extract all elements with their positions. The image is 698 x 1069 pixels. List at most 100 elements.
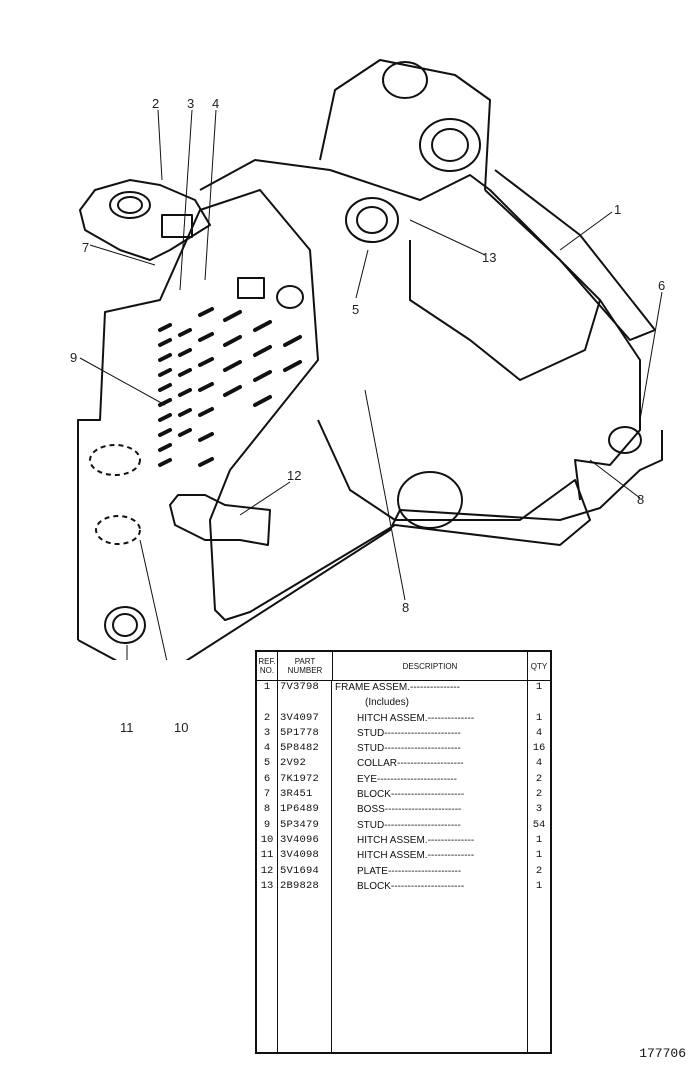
callout-12: 12 — [287, 468, 302, 483]
pivot-boss-middle — [345, 197, 399, 243]
callout-5: 5 — [352, 302, 360, 317]
table-row: 11 3V4098 HITCH ASSEM.-------------- 1 — [257, 848, 550, 863]
description-cell: BLOCK---------------------- — [357, 789, 465, 801]
hitch-top-hole-inner — [117, 196, 143, 214]
qty-cell: 4 — [535, 726, 543, 739]
rear-rail — [484, 169, 656, 341]
description-cell: BOSS----------------------- — [357, 804, 462, 816]
qty-cell: 54 — [532, 818, 546, 831]
block-part — [161, 214, 193, 238]
upper-hitch-hole — [89, 444, 141, 476]
table-row: 4 5P8482 STUD----------------------- 16 — [257, 741, 550, 756]
description-cell: HITCH ASSEM.-------------- — [357, 712, 475, 724]
part-number-cell — [277, 695, 331, 710]
qty-cell: 2 — [535, 864, 543, 877]
callout-13: 13 — [482, 250, 497, 265]
callout-9: 9 — [70, 350, 78, 365]
side-boss — [276, 285, 304, 309]
ref-cell: 8 — [263, 803, 271, 816]
qty-cell: 1 — [535, 711, 543, 724]
pivot-boss-middle-inner — [356, 206, 388, 234]
table-row: (Includes) — [257, 695, 550, 710]
qty-cell: 1 — [535, 849, 543, 862]
middle-hitch-hole — [95, 515, 141, 545]
lower-hitch-hole — [104, 606, 146, 644]
ref-cell: 13 — [260, 879, 274, 892]
lower-hitch-hole-inner — [112, 613, 138, 637]
description-cell: STUD----------------------- — [357, 727, 461, 739]
cross-member — [319, 59, 491, 191]
frame-assembly-drawing — [77, 59, 663, 660]
callout-4: 4 — [212, 96, 220, 111]
description-cell: (Includes) — [365, 697, 409, 709]
part-number-cell: 2V92 — [280, 757, 307, 770]
callout-8-rear: 8 — [637, 492, 645, 507]
ref-cell: 9 — [263, 818, 271, 831]
part-number-cell: 5V1694 — [280, 864, 320, 877]
rear-drum — [397, 471, 463, 529]
qty-cell: 16 — [532, 742, 546, 755]
part-number-cell: 2B9828 — [280, 879, 320, 892]
table-row: 12 5V1694 PLATE---------------------- 2 — [257, 864, 550, 879]
callout-2: 2 — [152, 96, 160, 111]
pivot-boss-upper — [419, 118, 481, 172]
description-cell: STUD----------------------- — [357, 743, 461, 755]
description-cell: STUD----------------------- — [357, 819, 461, 831]
header-part-number: PART NUMBER — [278, 652, 333, 680]
part-number-cell: 3V4096 — [280, 833, 320, 846]
callout-7: 7 — [82, 240, 90, 255]
ref-cell: 6 — [263, 772, 271, 785]
qty-cell — [528, 695, 550, 710]
qty-cell: 1 — [535, 681, 543, 693]
ref-cell: 12 — [260, 864, 274, 877]
block-small — [237, 277, 265, 299]
description-cell: FRAME ASSEM.--------------- — [335, 682, 460, 693]
callout-3: 3 — [187, 96, 195, 111]
callout-10: 10 — [174, 720, 189, 735]
parts-table: REF. NO. PART NUMBER DESCRIPTION QTY 1 7V… — [255, 650, 552, 1054]
ref-cell: 5 — [263, 757, 271, 770]
pivot-boss-upper-inner — [431, 128, 469, 162]
description-cell: HITCH ASSEM.-------------- — [357, 850, 475, 862]
ref-cell: 10 — [260, 833, 274, 846]
base-plate — [77, 430, 663, 660]
part-number-cell: 3V4097 — [280, 711, 320, 724]
qty-cell: 1 — [535, 833, 543, 846]
column-divider — [331, 680, 332, 1052]
upper-frame — [199, 159, 641, 501]
part-number-cell: 5P1778 — [280, 726, 320, 739]
callout-1: 1 — [614, 202, 622, 217]
stud-pattern — [158, 307, 302, 467]
leader-lines — [79, 109, 663, 660]
drawing-number: 177706 — [639, 1046, 686, 1061]
column-divider — [527, 680, 528, 1052]
part-number-cell: 3R451 — [280, 788, 313, 801]
hitch-top-plate — [79, 179, 211, 261]
ref-cell: 4 — [263, 742, 271, 755]
part-number-cell: 1P6489 — [280, 803, 320, 816]
part-number-cell: 5P8482 — [280, 742, 320, 755]
table-body: 1 7V3798 FRAME ASSEM.--------------- 1 (Incl… — [257, 680, 550, 1052]
upper-frame-inner — [409, 240, 601, 381]
qty-cell: 1 — [535, 879, 543, 892]
table-header: REF. NO. PART NUMBER DESCRIPTION QTY — [257, 652, 550, 681]
part-number-cell: 7V3798 — [280, 681, 320, 693]
callout-11: 11 — [120, 720, 134, 735]
description-cell: COLLAR-------------------- — [357, 758, 464, 770]
ref-cell: 7 — [263, 788, 271, 801]
ref-cell: 11 — [260, 849, 274, 862]
plate-part — [169, 494, 271, 546]
header-qty: QTY — [530, 661, 548, 671]
ref-cell — [257, 695, 277, 710]
qty-cell: 2 — [535, 772, 543, 785]
part-number-cell: 3V4098 — [280, 849, 320, 862]
description-cell: PLATE---------------------- — [357, 865, 462, 877]
eye — [608, 426, 642, 454]
